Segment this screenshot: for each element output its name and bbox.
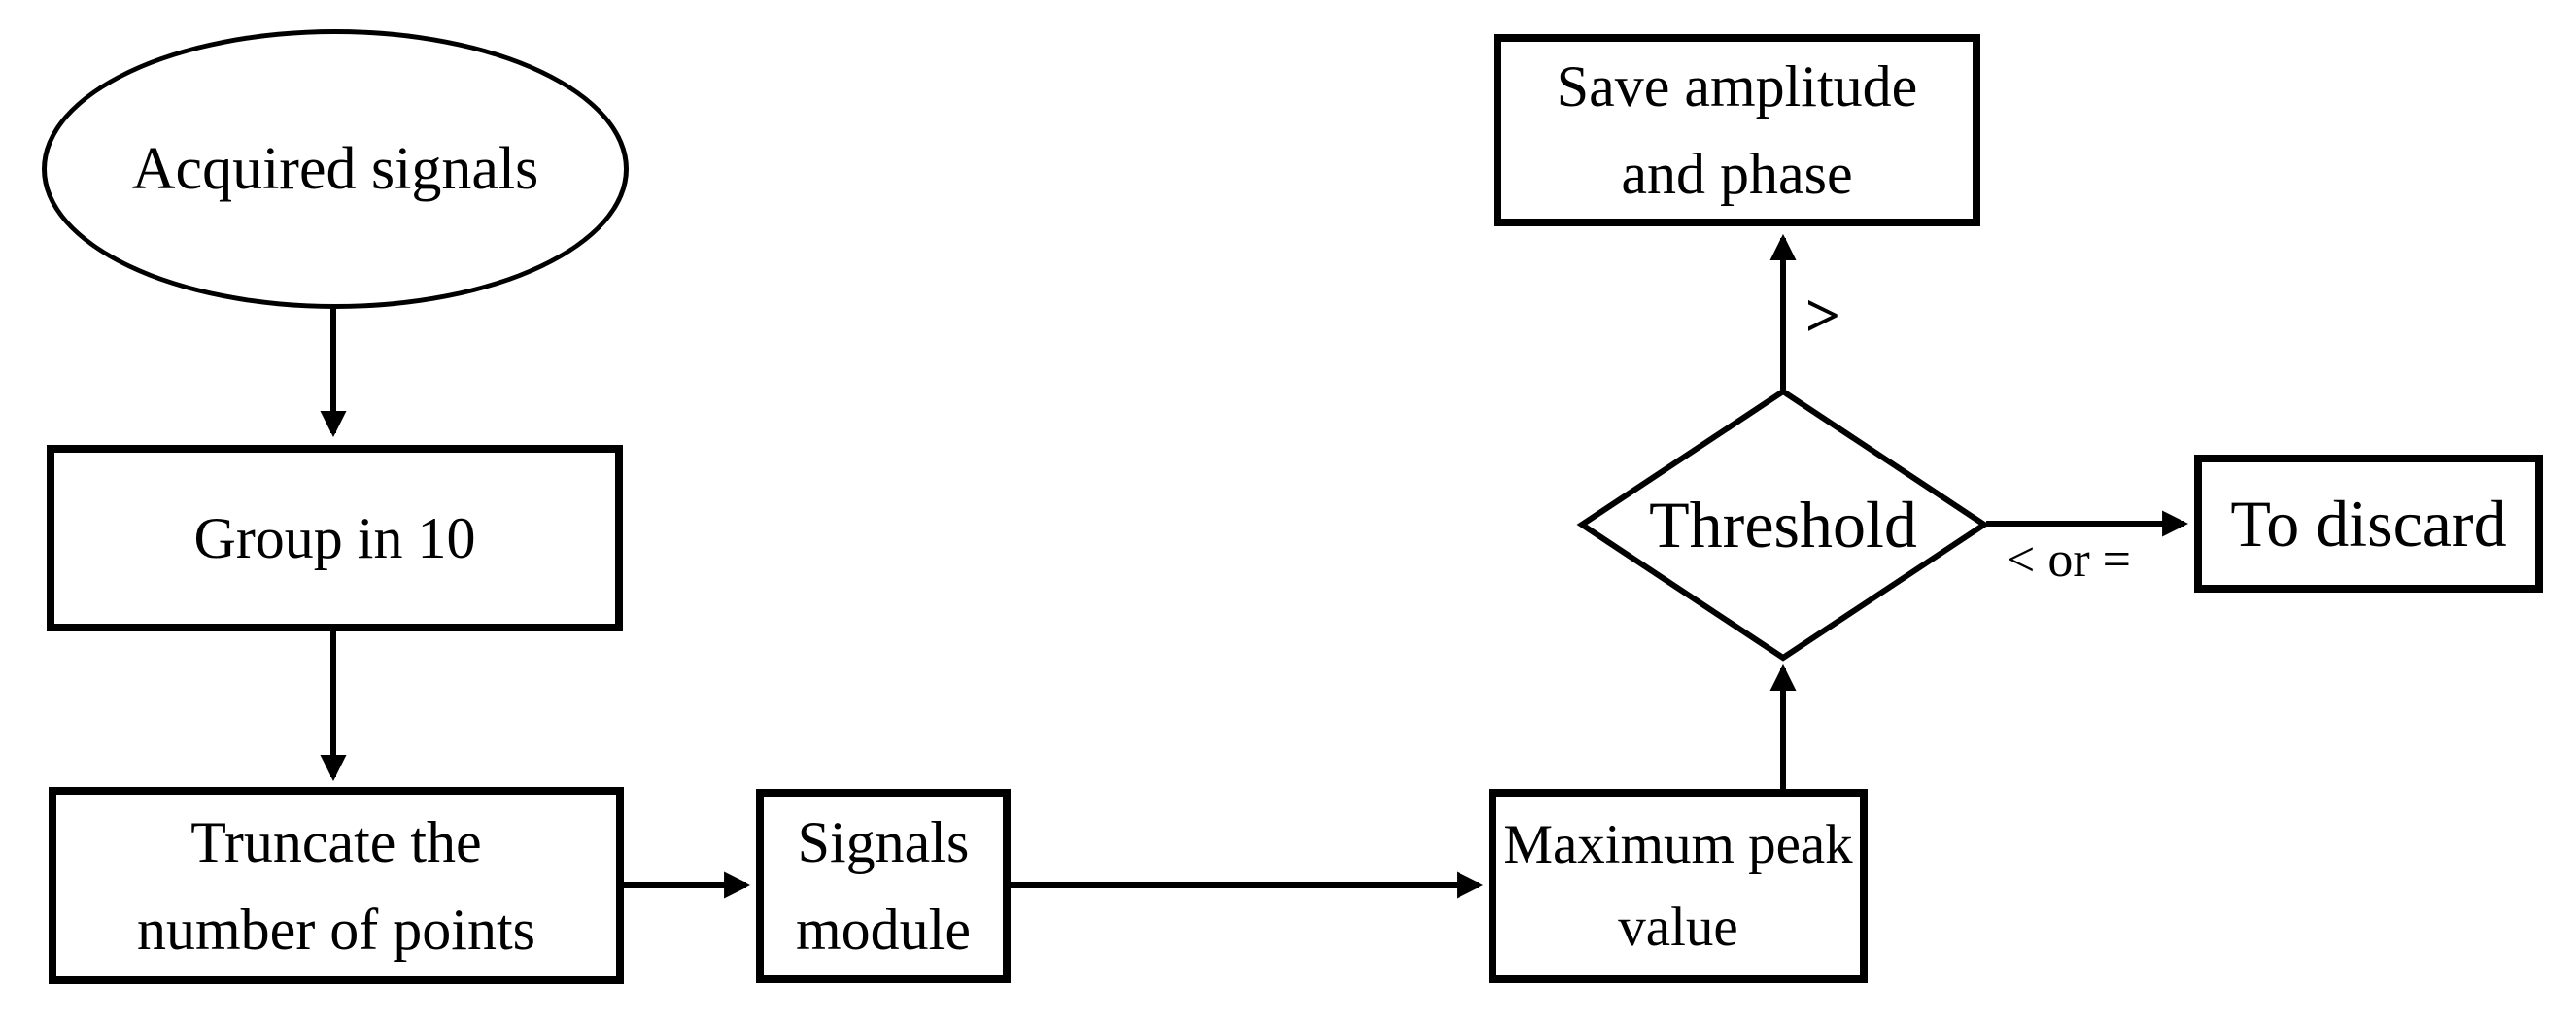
node-signals-module: Signals module xyxy=(756,789,1011,983)
node-maximum-peak-value: Maximum peak value xyxy=(1489,789,1868,983)
node-threshold-label: Threshold xyxy=(1649,488,1917,562)
node-acquired-signals-label: Acquired signals xyxy=(131,135,539,202)
threshold-diamond-shape xyxy=(1576,388,1990,662)
edge-label-greater-than: > xyxy=(1804,281,1841,350)
edge-label-less-or-equal: < or = xyxy=(2007,531,2131,588)
node-group-in-10: Group in 10 xyxy=(47,445,623,631)
node-save-amplitude-phase-label-line2: and phase xyxy=(1621,142,1853,206)
node-maximum-peak-value-label-line2: value xyxy=(1618,897,1738,958)
node-to-discard: To discard xyxy=(2194,455,2543,593)
node-acquired-signals: Acquired signals xyxy=(42,29,629,309)
node-signals-module-label-line1: Signals xyxy=(797,810,970,874)
node-threshold: Threshold xyxy=(1618,486,1948,563)
node-maximum-peak-value-label-line1: Maximum peak xyxy=(1503,813,1853,875)
node-group-in-10-label: Group in 10 xyxy=(193,506,476,570)
node-save-amplitude-phase-label-line1: Save amplitude xyxy=(1556,54,1918,119)
node-save-amplitude-phase: Save amplitude and phase xyxy=(1494,34,1980,226)
node-truncate-points: Truncate the number of points xyxy=(49,787,624,984)
node-truncate-points-label-line1: Truncate the xyxy=(190,809,482,874)
node-to-discard-label: To discard xyxy=(2230,487,2507,561)
node-signals-module-label-line2: module xyxy=(796,898,971,962)
node-truncate-points-label-line2: number of points xyxy=(137,897,535,962)
